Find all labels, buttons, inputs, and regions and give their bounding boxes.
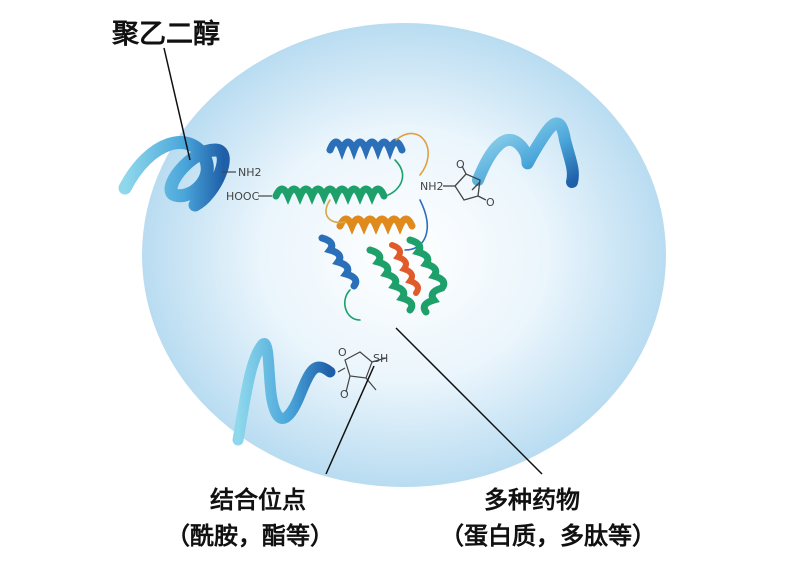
peg-chain-right [472,117,579,188]
label-binding-site-detail: （酰胺，酯等） [166,522,334,550]
chem-label-o-bottom-1: O [338,346,347,359]
protein-helix-green-vertical [366,236,448,316]
chem-label-o-right: O [486,196,495,209]
label-binding-site: 结合位点 [210,486,306,514]
linker-right-succinimide [443,165,487,201]
linker-left [222,171,272,197]
chem-label-cooh: HOOC [226,190,260,203]
leader-line-binding-site [325,365,375,475]
protein-loops [325,132,429,321]
label-peg: 聚乙二醇 [112,19,220,50]
label-drugs-detail: （蛋白质，多肽等） [440,522,656,550]
chem-label-o-bottom-2: O [340,388,349,401]
chem-label-sh: SH [373,352,388,365]
chem-label-o-top: O [456,158,465,171]
protein-helix-orange [336,215,416,235]
peg-halo-sphere [142,23,666,487]
protein-helix-blue-top [326,138,406,160]
chem-label-nh2-right: NH2 [420,180,444,193]
leader-line-peg [163,47,191,161]
protein-helix-blue-left [318,234,360,290]
linker-bottom-maleimide [337,351,387,393]
peg-chain-left [118,136,230,212]
chem-label-nh2-left: NH2 [238,166,262,179]
protein-helix-red-vertical [389,242,421,296]
protein-helix-green-horizontal [272,185,388,205]
label-drugs: 多种药物 [484,486,580,514]
leader-line-drugs [395,327,543,475]
peg-chain-bottom [232,338,336,446]
